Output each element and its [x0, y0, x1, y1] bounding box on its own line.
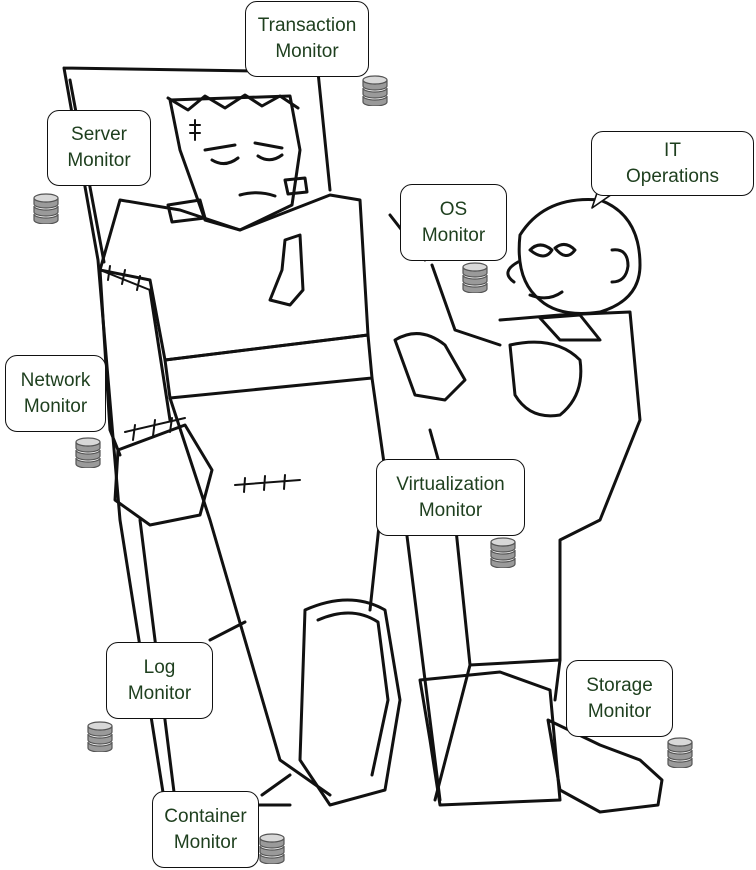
log-monitor-callout: Log Monitor [106, 642, 213, 719]
database-icon [259, 833, 285, 864]
callout-label-line2: Monitor [275, 41, 339, 62]
database-icon [462, 262, 488, 293]
callout-label-line2: Operations [626, 165, 719, 187]
monster-fist [113, 423, 214, 527]
os-monitor-callout: OS Monitor [400, 184, 507, 261]
callout-label-line2: Monitor [173, 831, 238, 853]
monster-belt [163, 333, 374, 400]
database-icon [75, 437, 101, 468]
doctor-glasses [528, 243, 577, 258]
log-monitor-database-icon [86, 716, 114, 752]
callout-label-line1: OS [439, 198, 468, 220]
callout-label-line2: Monitor [418, 499, 483, 521]
callout-label-line1: Virtualization [396, 473, 505, 495]
doctor-legs [433, 658, 562, 802]
container-monitor-database-icon [258, 828, 286, 864]
doctor-hand [393, 332, 467, 402]
monster-foot [546, 718, 664, 814]
doctor-ear [610, 248, 630, 284]
doctor-hand-right [508, 340, 583, 418]
it-operations-callout: IT Operations [591, 131, 754, 196]
fist-stitches [124, 417, 186, 441]
cloth-sack [418, 670, 562, 807]
server-monitor-callout: Server Monitor [47, 110, 151, 186]
callout-label-line2: Monitor [421, 224, 486, 246]
callout-label-line2: Monitor [587, 700, 652, 722]
virtualization-monitor-callout: Virtualization Monitor [376, 459, 525, 536]
monster-eyes [210, 153, 284, 165]
server-monitor-database-icon [32, 188, 60, 224]
callout-label-line1: Container [164, 805, 247, 827]
monster-brow [203, 141, 284, 152]
monster-mouth [238, 191, 277, 198]
transaction-monitor-database-icon [361, 70, 389, 106]
monster-leg-left [168, 396, 332, 797]
monster-boot [298, 598, 402, 807]
database-icon [667, 737, 693, 768]
callout-label-line2: Monitor [23, 395, 88, 417]
database-icon [490, 537, 516, 568]
callout-label-line1: Log [143, 656, 176, 678]
transaction-monitor-callout: Transaction Monitor [245, 1, 369, 77]
neck-bolts [166, 176, 309, 224]
database-icon [362, 75, 388, 106]
network-monitor-database-icon [74, 432, 102, 468]
monster-torso [98, 193, 370, 362]
callout-label-line1: IT [664, 139, 681, 161]
doctor-coat [428, 310, 642, 667]
callout-label-line2: Monitor [127, 682, 192, 704]
callout-label-line1: Storage [586, 674, 653, 696]
callout-label-line1: Transaction [257, 15, 357, 36]
os-monitor-database-icon [461, 257, 489, 293]
doctor-collar [538, 313, 602, 342]
chest-patch [268, 233, 305, 307]
container-monitor-callout: Container Monitor [152, 791, 259, 868]
database-icon [87, 721, 113, 752]
network-monitor-callout: Network Monitor [5, 355, 106, 432]
monster-arm [98, 268, 172, 457]
monster-stitches [189, 119, 201, 141]
monster-hair [166, 93, 300, 112]
callout-label-line1: Server [71, 124, 127, 145]
arm-stitches [99, 265, 151, 291]
database-icon [33, 193, 59, 224]
boot-sole [316, 611, 390, 777]
storage-monitor-callout: Storage Monitor [566, 660, 673, 737]
storage-monitor-database-icon [666, 732, 694, 768]
leg-stitches [234, 474, 301, 493]
callout-label-line1: Network [20, 369, 91, 391]
doctor-nose [506, 260, 520, 284]
callout-label-line2: Monitor [67, 150, 131, 171]
doctor-mouth [528, 290, 564, 300]
monster-head [168, 94, 302, 232]
virtualization-monitor-database-icon [489, 532, 517, 568]
